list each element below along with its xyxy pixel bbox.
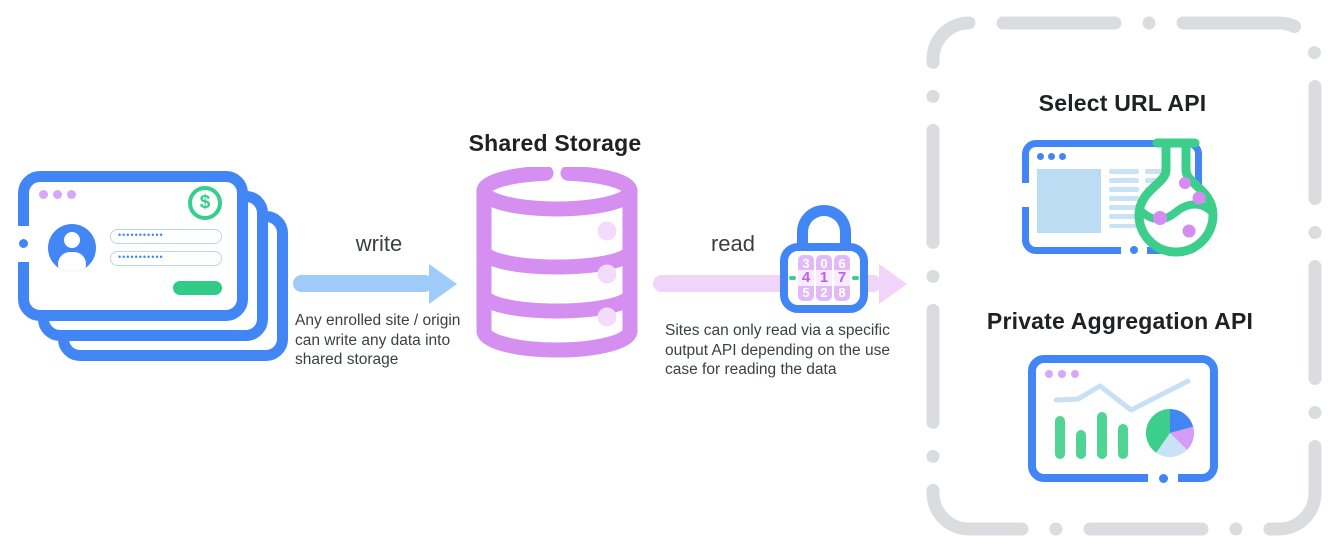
dashboard-charts	[1053, 378, 1195, 459]
output-region-boundary	[926, 16, 1322, 536]
window-dot	[67, 190, 76, 199]
lock-dial-2: 0 1 2	[816, 255, 832, 301]
window-dot	[53, 190, 62, 199]
window-dot	[1045, 370, 1053, 378]
shared-storage-title: Shared Storage	[468, 130, 642, 156]
dashboard-control-dots	[1045, 370, 1079, 378]
read-caption: Sites can only read via a specific outpu…	[665, 322, 890, 378]
dial-digit: 4	[798, 270, 814, 286]
password-field-2: •••••••••••	[110, 251, 222, 266]
dial-digit-below: 5	[802, 285, 810, 300]
window-dot	[1048, 153, 1055, 160]
window-dot	[1071, 370, 1079, 378]
bar-chart	[1055, 412, 1128, 459]
dial-digit-below: 8	[838, 285, 846, 300]
write-arrow-head	[429, 264, 457, 304]
dial-digit-below: 2	[820, 285, 828, 300]
database-icon	[476, 167, 638, 358]
avatar-shoulders	[58, 252, 86, 272]
dial-digit: 7	[834, 270, 850, 286]
lock-shackle	[797, 205, 851, 251]
password-field-1: •••••••••••	[110, 229, 222, 244]
window-dot	[1037, 153, 1044, 160]
private-aggregation-api-title: Private Aggregation API	[986, 308, 1254, 334]
lock-dial-1: 3 4 5	[798, 255, 814, 301]
dial-digit-above: 3	[802, 256, 810, 271]
line-chart	[1053, 378, 1191, 413]
window-dot	[1058, 370, 1066, 378]
text-lines-column-1	[1109, 169, 1139, 229]
border-dot	[1130, 246, 1138, 254]
flask-bubbles	[1153, 177, 1206, 238]
dial-digit-above: 6	[838, 256, 846, 271]
combo-dash-right	[852, 276, 859, 280]
select-url-api-title: Select URL API	[1038, 90, 1207, 116]
write-arrow-shaft	[293, 275, 433, 292]
window-control-dots	[39, 190, 76, 199]
dollar-icon: $	[188, 186, 222, 220]
content-block	[1037, 169, 1101, 233]
window-dot	[39, 190, 48, 199]
lock-dial-3: 6 7 8	[834, 255, 850, 301]
write-caption: Any enrolled site / origin can write any…	[295, 312, 461, 368]
aggregation-dashboard-icon	[1028, 355, 1218, 483]
submit-button-shape	[173, 281, 222, 295]
write-label: write	[355, 231, 403, 256]
browser-control-dots	[1037, 153, 1066, 160]
combination-lock-icon: 3 4 5 0 1 2 6 7 8	[772, 200, 880, 325]
border-dot	[1159, 473, 1168, 483]
user-avatar-icon	[48, 224, 96, 272]
border-gap	[1022, 183, 1029, 207]
window-dot	[1059, 153, 1066, 160]
border-dot	[19, 239, 28, 248]
dial-digit-above: 0	[820, 256, 828, 271]
read-label: read	[710, 231, 756, 256]
dial-digit: 1	[816, 270, 832, 286]
lock-body: 3 4 5 0 1 2 6 7 8	[780, 243, 868, 313]
avatar-head	[64, 232, 80, 248]
experiment-flask-icon	[1134, 138, 1218, 257]
pie-chart	[1145, 408, 1195, 458]
login-window: $ ••••••••••• •••••••••••	[18, 171, 248, 321]
combo-dash-left	[789, 276, 796, 280]
dollar-symbol: $	[199, 192, 211, 213]
read-arrow-head	[879, 264, 907, 304]
